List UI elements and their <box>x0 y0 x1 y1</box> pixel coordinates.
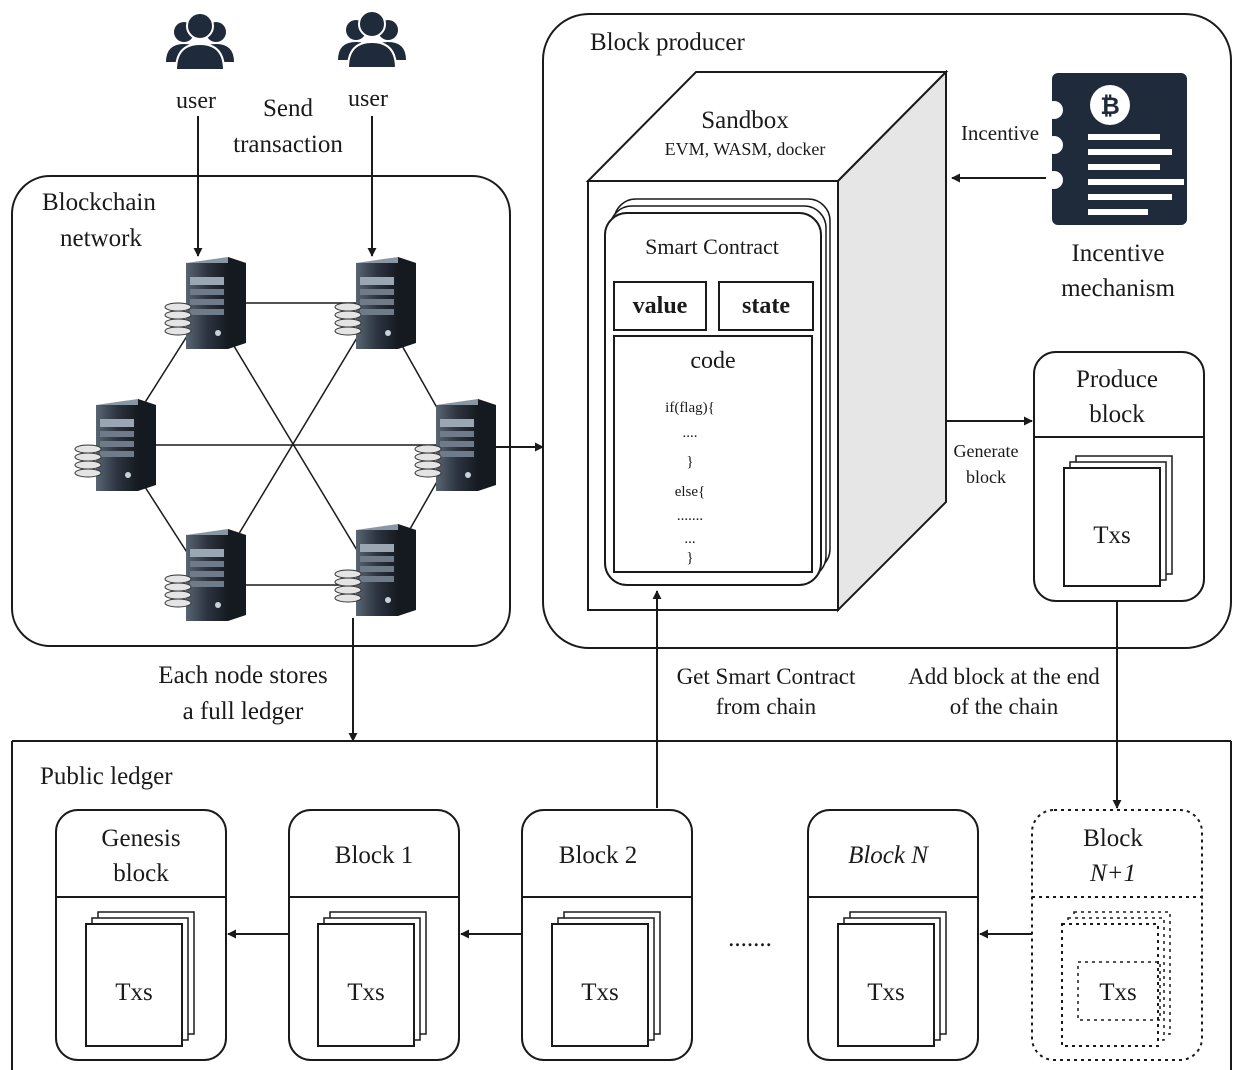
bitcoin-icon <box>1090 85 1130 125</box>
incentive-document-icon: ₿ <box>1045 73 1187 225</box>
svg-text:₿: ₿ <box>1100 93 1120 120</box>
user-group-icon <box>165 12 235 71</box>
server-node-icon <box>164 256 247 350</box>
user-label: user <box>348 86 388 112</box>
incentive-label: Incentive <box>961 121 1039 145</box>
produce-block-title-line2: block <box>1089 401 1145 428</box>
block-txs: Txs <box>347 979 385 1006</box>
ledger-block-n-plus-1: Block N+1 Txs <box>1031 809 1203 1061</box>
user-label: user <box>176 88 216 114</box>
sandbox-subtitle: EVM, WASM, docker <box>665 139 826 159</box>
network-note-line1: Each node stores <box>158 662 327 689</box>
chain-ellipsis: ....... <box>728 925 772 952</box>
block-title-line2: block <box>113 860 169 887</box>
block-producer-title: Block producer <box>590 29 745 56</box>
user-group-icon <box>337 10 407 69</box>
block-title: Block N <box>848 842 929 869</box>
server-node-icon <box>334 256 417 350</box>
incentive-mechanism-line2: mechanism <box>1061 275 1175 302</box>
code-line: ... <box>684 531 695 547</box>
ledger-block-genesis: Genesis block Txs <box>55 809 227 1061</box>
send-transaction-label-line1: Send <box>263 95 314 122</box>
ledger-block-n: Block N Txs <box>807 809 979 1061</box>
state-label: state <box>742 293 790 319</box>
block-txs: Txs <box>1099 979 1137 1006</box>
produce-block-card: Produce block Txs <box>1033 351 1205 602</box>
code-line: .... <box>683 425 698 441</box>
send-transaction-label-line2: transaction <box>233 131 343 158</box>
network-title-line2: network <box>60 225 142 252</box>
code-line: } <box>686 454 693 470</box>
add-block-line2: of the chain <box>950 694 1059 719</box>
generate-block-line1: Generate <box>954 441 1019 461</box>
block-title: Block 1 <box>335 842 413 869</box>
code-box <box>613 335 813 573</box>
block-producer-panel: Block producer Sandbox EVM, WASM, docker… <box>542 13 1232 649</box>
block-txs: Txs <box>115 979 153 1006</box>
sandbox-title: Sandbox <box>701 107 789 134</box>
add-block-line1: Add block at the end <box>908 664 1100 689</box>
block-title: Block 2 <box>559 842 637 869</box>
value-box <box>613 281 707 331</box>
blockchain-network-panel: Blockchain network <box>11 175 511 647</box>
block-title-line1: Genesis <box>101 825 180 852</box>
network-title-line1: Blockchain <box>42 189 156 216</box>
get-contract-line2: from chain <box>716 694 817 719</box>
block-txs: Txs <box>581 979 619 1006</box>
code-line: else{ <box>675 484 706 500</box>
public-ledger-panel: Public ledger Genesis block Txs Block 1 … <box>11 740 1232 1070</box>
network-note-line2: a full ledger <box>183 698 304 725</box>
value-label: value <box>633 293 688 319</box>
ledger-block-1: Block 1 Txs <box>288 809 460 1061</box>
code-line: if(flag){ <box>665 400 715 416</box>
server-node-icon <box>414 398 497 492</box>
public-ledger-title: Public ledger <box>40 763 173 790</box>
user-group-left: user <box>165 12 235 114</box>
smart-contract-card: Smart Contract value state code if(flag)… <box>604 198 831 586</box>
ledger-block-2: Block 2 Txs <box>521 809 693 1061</box>
produce-block-title-line1: Produce <box>1076 366 1158 393</box>
produce-block-txs: Txs <box>1093 522 1131 549</box>
incentive-mechanism-line1: Incentive <box>1071 240 1164 267</box>
block-title-line2: N+1 <box>1089 860 1136 887</box>
smart-contract-title: Smart Contract <box>645 234 779 259</box>
server-node-icon <box>164 528 247 622</box>
server-node-icon <box>334 523 417 617</box>
get-contract-line1: Get Smart Contract <box>677 664 856 689</box>
user-group-right: user <box>337 10 407 112</box>
server-node-icon <box>74 398 157 492</box>
block-title-line1: Block <box>1083 825 1143 852</box>
code-line: ....... <box>677 508 703 524</box>
block-txs: Txs <box>867 979 905 1006</box>
code-line: } <box>686 550 693 566</box>
state-box <box>718 281 814 331</box>
generate-block-line2: block <box>966 467 1006 487</box>
code-label: code <box>690 348 735 374</box>
